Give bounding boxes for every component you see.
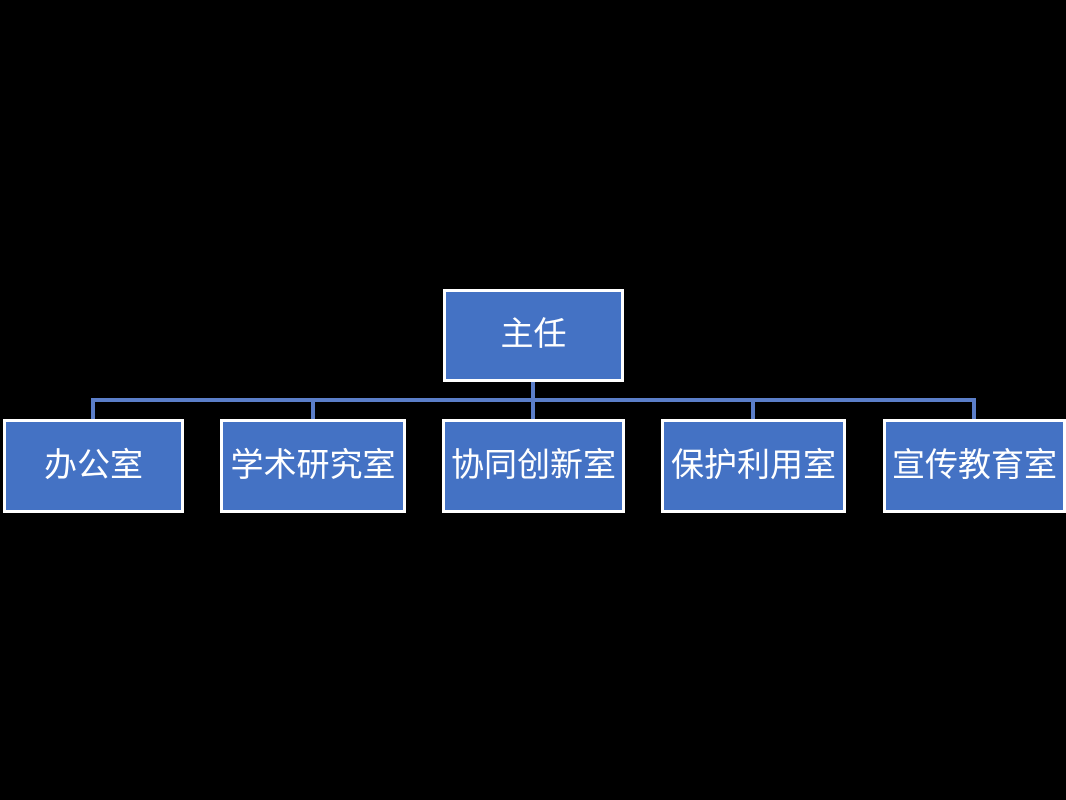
org-node-academic-research-label: 学术研究室 <box>230 447 396 484</box>
org-node-office: 办公室 <box>3 419 184 513</box>
connector-root-stem <box>531 380 535 399</box>
org-node-publicity-education-label: 宣传教育室 <box>892 447 1057 484</box>
org-node-office-label: 办公室 <box>44 447 143 484</box>
org-node-collaborative-innovation: 协同创新室 <box>442 419 625 513</box>
connector-drop-collaborative-innovation <box>531 398 535 419</box>
org-node-publicity-education: 宣传教育室 <box>883 419 1066 513</box>
org-node-protection-utilization: 保护利用室 <box>661 419 846 513</box>
org-node-director-label: 主任 <box>500 317 567 353</box>
org-node-academic-research: 学术研究室 <box>220 419 406 513</box>
org-node-collaborative-innovation-label: 协同创新室 <box>451 447 616 484</box>
connector-drop-protection-utilization <box>751 398 755 419</box>
connector-drop-publicity-education <box>972 398 976 419</box>
connector-drop-office <box>91 398 95 419</box>
org-node-protection-utilization-label: 保护利用室 <box>671 447 836 484</box>
connector-drop-academic-research <box>311 398 315 419</box>
org-node-director: 主任 <box>443 289 624 382</box>
